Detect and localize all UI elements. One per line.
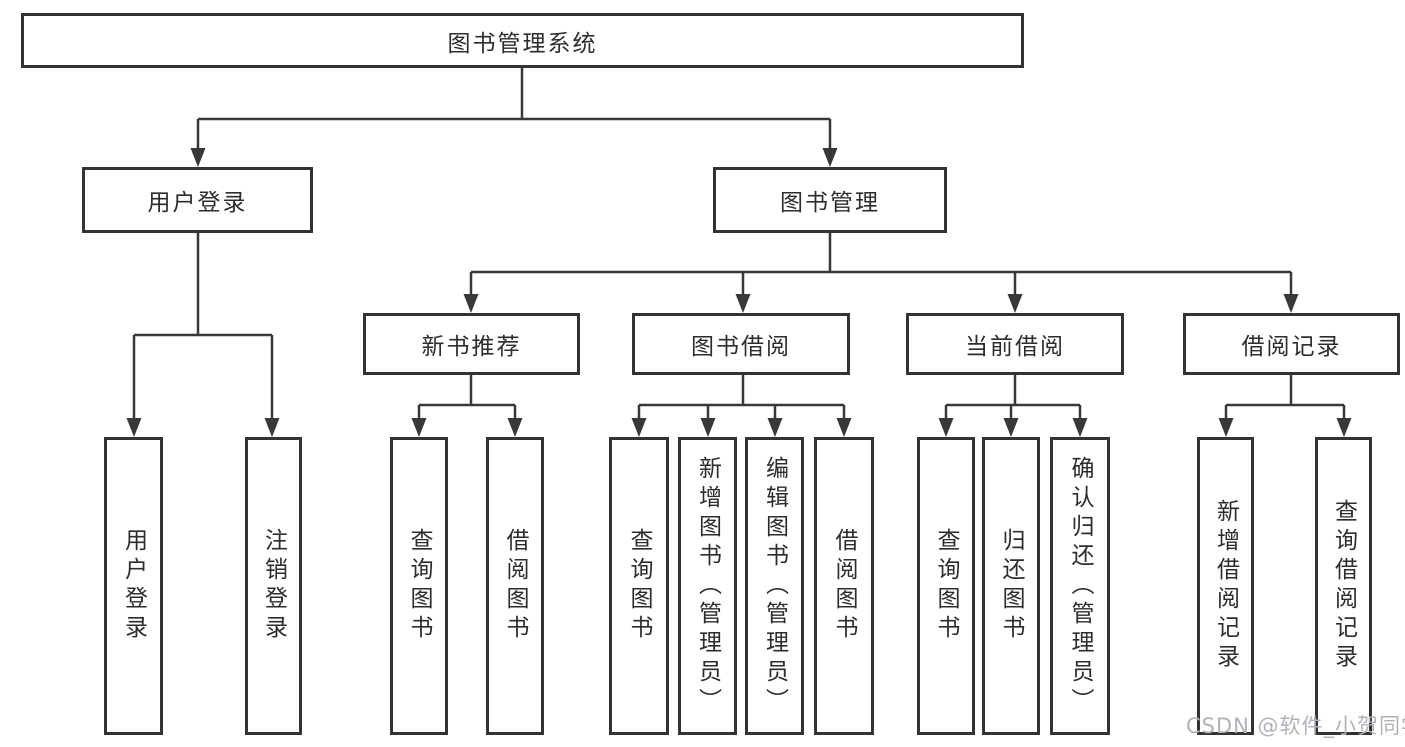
arrow-down-icon <box>822 148 838 167</box>
node-query-books-recommend: 查询图书 <box>390 437 448 735</box>
node-query-books-recommend-label: 查询图书 <box>406 528 432 644</box>
node-query-borrow-record-label: 查询借阅记录 <box>1330 499 1357 673</box>
node-query-books-current: 查询图书 <box>917 437 975 735</box>
node-add-books-admin: 新增图书（管理员） <box>678 437 737 735</box>
arrow-down-icon <box>1218 418 1234 437</box>
node-return-books-label: 归还图书 <box>998 528 1024 644</box>
node-new-book-recommend: 新书推荐 <box>363 313 580 375</box>
node-borrow-books-recommend: 借阅图书 <box>486 437 544 735</box>
arrow-down-icon <box>264 418 280 437</box>
node-book-borrowing: 图书借阅 <box>632 313 850 375</box>
arrow-down-icon <box>735 294 751 313</box>
node-query-borrow-record: 查询借阅记录 <box>1315 437 1372 735</box>
node-borrowing-records-label: 借阅记录 <box>1241 334 1342 360</box>
node-logout-leaf-label: 注销登录 <box>260 528 287 644</box>
node-add-books-admin-label: 新增图书（管理员） <box>694 455 721 717</box>
node-current-borrowing: 当前借阅 <box>906 313 1124 375</box>
node-edit-books-admin-label: 编辑图书（管理员） <box>761 455 788 717</box>
node-book-management-label: 图书管理 <box>780 190 880 216</box>
node-user-login-leaf: 用户登录 <box>104 437 163 735</box>
arrow-down-icon <box>767 418 783 437</box>
node-logout-leaf: 注销登录 <box>245 437 302 735</box>
node-return-books: 归还图书 <box>982 437 1040 735</box>
node-current-borrowing-label: 当前借阅 <box>965 334 1065 360</box>
node-query-books-borrowing: 查询图书 <box>609 437 669 735</box>
node-user-login-leaf-label: 用户登录 <box>120 528 147 644</box>
node-confirm-return-admin: 确认归还（管理员） <box>1050 437 1110 735</box>
node-book-borrowing-label: 图书借阅 <box>691 334 791 360</box>
node-borrow-books-borrowing: 借阅图书 <box>814 437 874 735</box>
arrow-down-icon <box>411 418 427 437</box>
node-query-books-current-label: 查询图书 <box>933 528 959 644</box>
arrow-down-icon <box>126 418 142 437</box>
node-new-book-recommend-label: 新书推荐 <box>421 334 522 360</box>
csdn-watermark: CSDN @软件_小贺同学 <box>1186 714 1405 738</box>
node-add-borrow-record: 新增借阅记录 <box>1197 437 1254 735</box>
arrow-down-icon <box>1072 418 1088 437</box>
node-query-books-borrowing-label: 查询图书 <box>626 528 652 644</box>
arrow-down-icon <box>938 418 954 437</box>
arrow-down-icon <box>1007 294 1023 313</box>
node-book-management: 图书管理 <box>713 167 947 233</box>
node-edit-books-admin: 编辑图书（管理员） <box>745 437 804 735</box>
arrow-down-icon <box>1283 294 1299 313</box>
arrow-down-icon <box>1336 418 1352 437</box>
arrow-down-icon <box>463 294 479 313</box>
node-add-borrow-record-label: 新增借阅记录 <box>1212 499 1239 673</box>
node-borrowing-records: 借阅记录 <box>1183 313 1400 375</box>
node-root-label: 图书管理系统 <box>447 30 598 57</box>
node-borrow-books-borrowing-label: 借阅图书 <box>831 528 857 644</box>
node-borrow-books-recommend-label: 借阅图书 <box>502 528 528 644</box>
node-user-login: 用户登录 <box>82 167 313 233</box>
node-confirm-return-admin-label: 确认归还（管理员） <box>1067 455 1093 717</box>
arrow-down-icon <box>1003 418 1019 437</box>
arrow-down-icon <box>836 418 852 437</box>
arrow-down-icon <box>507 418 523 437</box>
node-user-login-label: 用户登录 <box>147 190 248 216</box>
arrow-down-icon <box>631 418 647 437</box>
arrow-down-icon <box>700 418 716 437</box>
node-root: 图书管理系统 <box>21 13 1024 68</box>
arrow-down-icon <box>190 148 206 167</box>
